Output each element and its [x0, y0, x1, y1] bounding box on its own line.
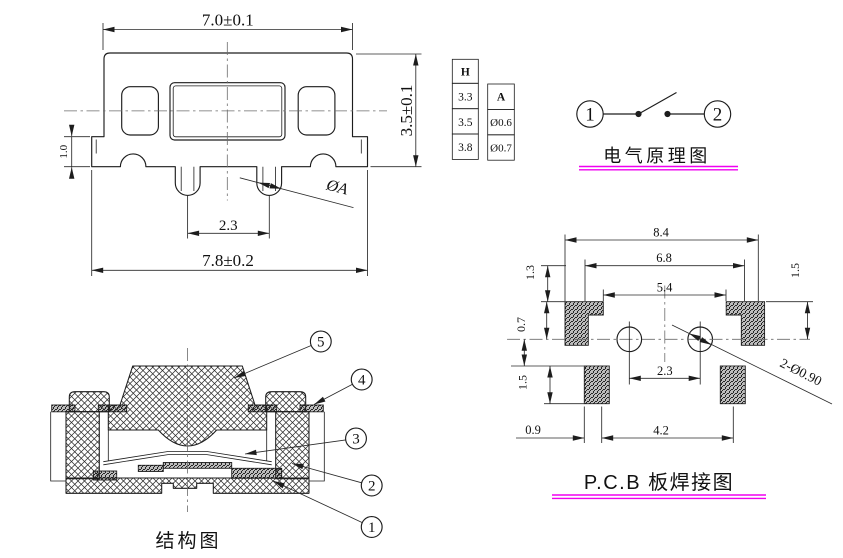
terminal-left: [92, 470, 118, 481]
dim-width-overall: 7.8±0.2: [202, 251, 254, 270]
callout-4-label: 4: [358, 373, 366, 389]
dim-5-4: 5.4: [657, 281, 673, 295]
top-view-drawing: 7.0±0.1 3.5±0.1 1.0: [58, 11, 422, 276]
callout-balloon-5: [309, 330, 332, 353]
dim-1-5-left: 1.5: [516, 375, 530, 390]
callout-5-label: 5: [317, 335, 325, 351]
callout-balloon-3: [345, 427, 367, 450]
terminal-1-label: 1: [585, 105, 595, 126]
callout-balloon-2: [360, 474, 383, 497]
housing-wall-left: [65, 411, 100, 480]
pad-bottom-right: [719, 365, 746, 405]
dim-4-2: 4.2: [653, 424, 669, 438]
terminal-2-label: 2: [713, 105, 723, 126]
pcb-solder-view: 8.4 6.8 5.4 1.3 0.7 1.5 1.5 2.3 0.9 4.2: [507, 226, 833, 500]
pcb-title: P.C.B 板焊接图: [584, 471, 734, 494]
structure-section-view: 5 4 3 2 1 结构图: [50, 330, 383, 552]
callout-balloon-1: [360, 516, 383, 538]
contact-dot-left: [635, 110, 642, 118]
cover-plate-right-outer: [299, 404, 324, 413]
circuit-schematic: 1 2 电气原理图: [576, 91, 738, 171]
pad-top-left: [564, 301, 604, 346]
contact-dot-right: [664, 110, 671, 118]
callout-1-label: 1: [368, 520, 376, 536]
cover-plate-left-outer: [51, 404, 76, 413]
dim-6-8: 6.8: [656, 251, 672, 265]
metal-dome: [103, 451, 272, 463]
dim-8-4: 8.4: [653, 226, 669, 240]
pad-top-right: [725, 301, 766, 346]
switch-body-outline: [91, 52, 369, 196]
hole-callout-label: 2-Ø0.90: [778, 355, 825, 388]
table-a-value-1: Ø0.6: [490, 117, 512, 129]
callout-2-label: 2: [368, 479, 376, 495]
cover-plate-right-inner: [247, 404, 278, 413]
callout-balloon-4: [350, 368, 373, 391]
pin-diameter-label: ØA: [324, 177, 350, 199]
dim-2-3-pcb: 2.3: [657, 364, 673, 378]
table-a-value-2: Ø0.7: [490, 143, 512, 155]
callout-3-label: 3: [352, 432, 360, 448]
switch-lever: [638, 91, 677, 115]
table-h-value-1: 3.3: [458, 92, 473, 104]
table-header-a: A: [497, 92, 506, 104]
contact-center: [162, 462, 233, 469]
spec-table: H 3.3 3.5 3.8 A Ø0.6 Ø0.7: [451, 58, 515, 161]
dim-1-5-right: 1.5: [788, 263, 802, 278]
schematic-title: 电气原理图: [603, 146, 711, 166]
dim-height-right: 3.5±0.1: [397, 85, 416, 137]
dim-pin-pitch: 2.3: [219, 218, 238, 234]
dim-0-7: 0.7: [514, 317, 528, 332]
cover-plate-left-inner: [97, 404, 128, 413]
contact-left: [137, 464, 164, 472]
dim-0-9: 0.9: [525, 423, 541, 437]
dim-width-top: 7.0±0.1: [202, 11, 254, 30]
pad-bottom-left: [583, 365, 610, 405]
structure-title: 结构图: [155, 530, 221, 552]
table-header-h: H: [461, 66, 470, 78]
table-h-value-3: 3.8: [458, 142, 473, 154]
dim-1-3: 1.3: [523, 265, 537, 280]
terminal-right: [231, 467, 283, 479]
table-h-value-2: 3.5: [458, 117, 473, 129]
dim-step: 1.0: [58, 144, 70, 158]
